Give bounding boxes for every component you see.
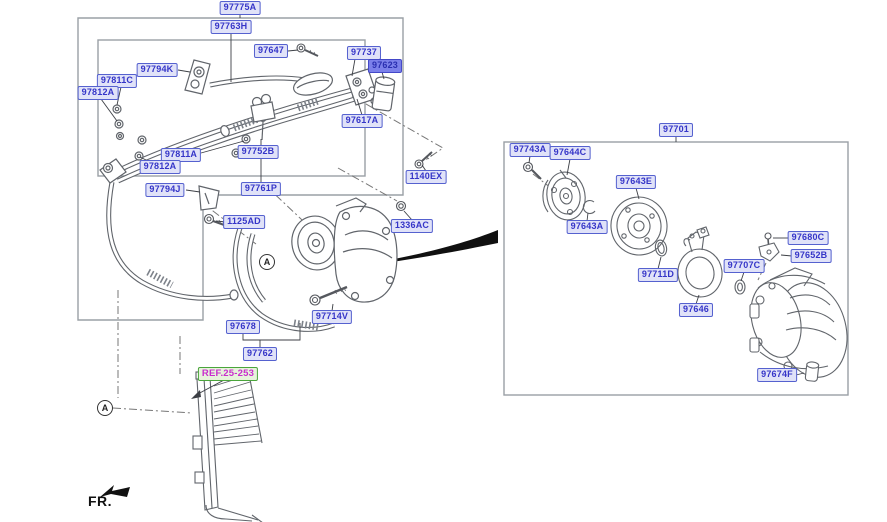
part-label-97743a[interactable]: 97743A [509,143,551,157]
part-label-97646[interactable]: 97646 [678,303,714,317]
part-label-97775a[interactable]: 97775A [219,1,261,15]
part-label-97644c[interactable]: 97644C [549,146,591,160]
part-label-97714v[interactable]: 97714V [311,310,353,324]
part-label-97643e[interactable]: 97643E [615,175,657,189]
part-label-97812a[interactable]: 97812A [139,160,181,174]
part-label-97701[interactable]: 97701 [658,123,694,137]
part-label-97652b[interactable]: 97652B [790,249,832,263]
part-label-97707c[interactable]: 97707C [723,259,765,273]
part-label-97617a[interactable]: 97617A [341,114,383,128]
part-label-1336ac[interactable]: 1336AC [390,219,434,233]
ref-link-label[interactable]: REF.25-253 [197,367,259,381]
fr-arrow-icon [100,485,130,497]
part-label-97794j[interactable]: 97794J [145,183,185,197]
ref-arrowhead [191,390,201,399]
part-label-97711d[interactable]: 97711D [637,268,679,282]
part-label-97763h[interactable]: 97763H [210,20,252,34]
part-label-97737[interactable]: 97737 [346,46,382,60]
compressor-exploded-drawing [522,161,848,382]
view-marker-a: A [259,254,275,270]
part-label-97811a[interactable]: 97811A [160,148,202,162]
part-label-97762[interactable]: 97762 [242,347,278,361]
part-label-97647[interactable]: 97647 [253,44,289,58]
part-label-97678[interactable]: 97678 [225,320,261,334]
part-label-97674f[interactable]: 97674F [757,368,797,382]
fr-direction-label: FR. [88,493,113,509]
part-label-1125ad[interactable]: 1125AD [223,215,265,229]
part-label-97761p[interactable]: 97761P [240,182,282,196]
part-label-97623[interactable]: 97623 [367,59,403,73]
part-label-1140ex[interactable]: 1140EX [405,170,447,184]
view-marker-a: A [97,400,113,416]
part-label-97643a[interactable]: 97643A [566,220,608,234]
part-label-97752b[interactable]: 97752B [237,145,279,159]
compressor-drawing-left [291,197,398,303]
part-label-97812a[interactable]: 97812A [77,86,119,100]
part-label-97794k[interactable]: 97794K [136,63,178,77]
part-label-97680c[interactable]: 97680C [787,231,829,245]
